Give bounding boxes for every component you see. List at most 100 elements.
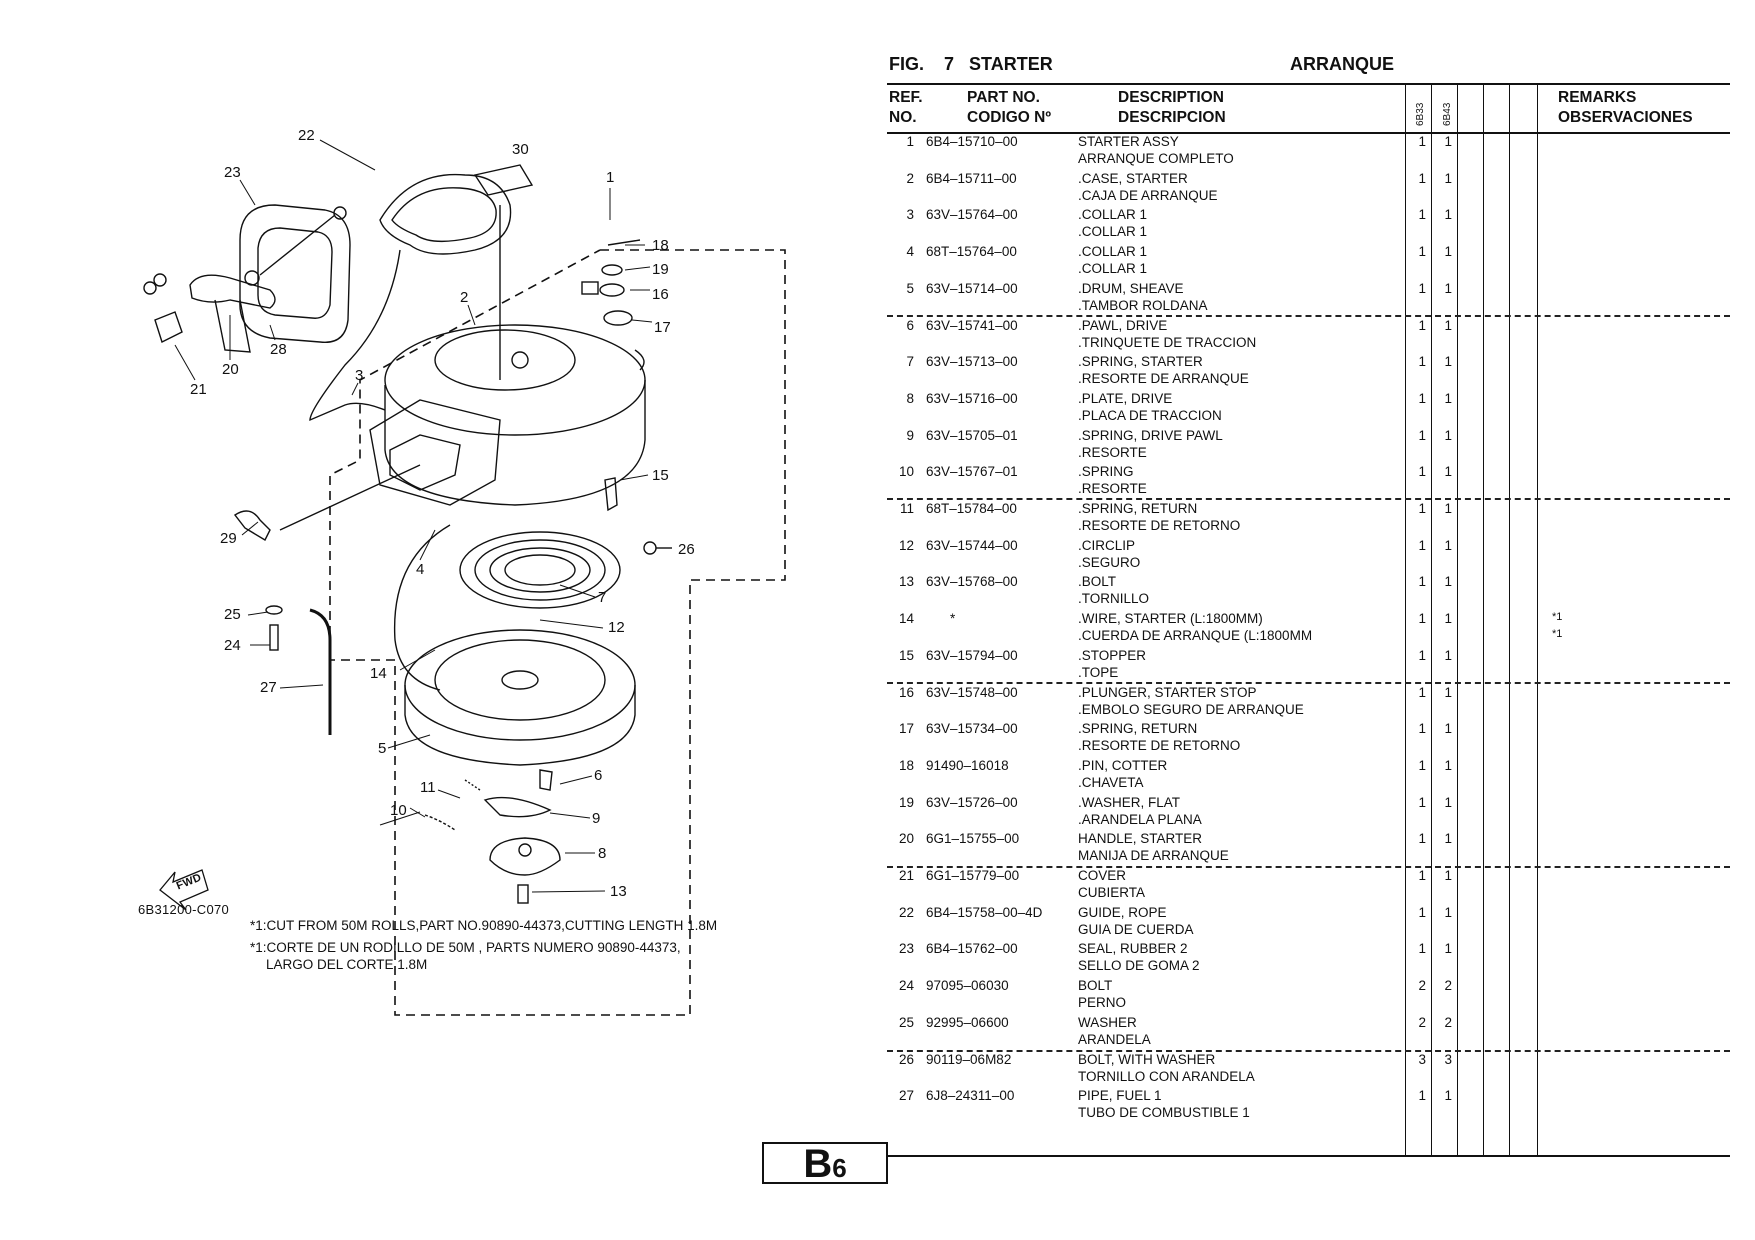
ref-cell: 2: [906, 170, 914, 186]
qty-6b43-cell: 1: [1444, 1088, 1452, 1104]
description-es-cell: TUBO DE COMBUSTIBLE 1: [1078, 1105, 1250, 1121]
qty-6b33-cell: 1: [1418, 317, 1426, 333]
header-part-line1: PART NO.: [967, 89, 1040, 106]
qty-6b43-cell: 3: [1444, 1051, 1452, 1067]
ref-cell: 26: [898, 1051, 914, 1067]
description-es-cell: .SEGURO: [1078, 554, 1141, 570]
qty-6b33-cell: 1: [1418, 574, 1426, 590]
cover-shape: [154, 311, 183, 343]
rope-guide-shape: [379, 173, 512, 255]
header-desc: DESCRIPTION DESCRIPCION: [1118, 88, 1226, 128]
part-number-cell: 63V–15734–00: [926, 721, 1018, 737]
description-en-cell: STARTER ASSY: [1078, 134, 1179, 149]
ref-cell: 16: [898, 684, 914, 700]
part-number-cell: 63V–15768–00: [926, 574, 1018, 590]
callout-5: 5: [378, 740, 387, 757]
ref-cell: 25: [898, 1014, 914, 1030]
callout-22: 22: [298, 127, 315, 144]
callout-19: 19: [652, 261, 669, 278]
figure-number: 7: [944, 54, 955, 74]
part-number-cell: 63V–15794–00: [926, 647, 1018, 663]
table-bottom-rule: [887, 1155, 1730, 1157]
qty-6b43-cell: 1: [1444, 354, 1452, 370]
description-en-cell: .COLLAR 1: [1078, 244, 1148, 260]
qty-6b43-cell: 1: [1444, 684, 1452, 700]
qty-6b43-cell: 1: [1444, 611, 1452, 627]
description-en-cell: COVER: [1078, 868, 1127, 883]
rubber-seal-shape: [239, 204, 351, 344]
description-es-cell: .COLLAR 1: [1078, 224, 1148, 240]
qty-6b43-cell: 1: [1444, 244, 1452, 260]
footnote-en: *1:CUT FROM 50M ROLLS,PART NO.90890-4437…: [250, 918, 718, 933]
description-en-cell: HANDLE, STARTER: [1078, 831, 1203, 847]
qty-6b43-cell: 1: [1444, 574, 1452, 590]
page-badge: B6: [762, 1142, 888, 1184]
part-number-cell: 68T–15764–00: [926, 244, 1017, 260]
qty-6b43-cell: 1: [1444, 831, 1452, 847]
table-top-rule: [887, 83, 1730, 85]
description-en-cell: SEAL, RUBBER 2: [1078, 941, 1188, 957]
qty-6b33-cell: 1: [1418, 611, 1426, 627]
col-rule-5: [1509, 83, 1510, 1155]
description-en-cell: .PAWL, DRIVE: [1078, 317, 1168, 333]
part-number-cell: 91490–16018: [926, 757, 1009, 773]
description-es-cell: .TOPE: [1078, 664, 1119, 680]
remark-es-cell: *1: [1552, 628, 1563, 641]
ref-cell: 22: [898, 904, 914, 920]
callout-20: 20: [222, 361, 239, 378]
ref-cell: 27: [898, 1088, 914, 1104]
callout-2: 2: [460, 289, 469, 306]
part-number-cell: 6G1–15755–00: [926, 831, 1020, 847]
callout-28: 28: [270, 341, 287, 358]
description-en-cell: WASHER: [1078, 1014, 1137, 1030]
part-number-cell: 97095–06030: [926, 978, 1009, 994]
description-es-cell: .RESORTE DE ARRANQUE: [1078, 371, 1249, 387]
remark-cell: *1: [1552, 611, 1563, 624]
label-decal: [473, 164, 534, 196]
part-number-cell: *: [950, 611, 956, 627]
description-en-cell: GUIDE, ROPE: [1078, 904, 1167, 920]
group-separator: [887, 498, 1730, 500]
part-number-cell: 63V–15714–00: [926, 280, 1018, 296]
part-number-cell: 63V–15705–01: [926, 427, 1018, 443]
qty-6b33-cell: 1: [1418, 794, 1426, 810]
qty-6b43-cell: 1: [1444, 868, 1452, 883]
footnote-es-2: LARGO DEL CORTE 1.8M: [266, 957, 428, 972]
description-es-cell: .CUERDA DE ARRANQUE (L:1800MM: [1078, 628, 1313, 644]
callout-1: 1: [606, 169, 615, 186]
part-number-cell: 92995–06600: [926, 1014, 1009, 1030]
header-remarks: REMARKS OBSERVACIONES: [1558, 88, 1693, 128]
handle-shape: [189, 274, 276, 309]
ref-cell: 3: [906, 207, 914, 223]
table-header-rule: [887, 132, 1730, 134]
callout-6: 6: [594, 767, 603, 784]
col-rule-6: [1537, 83, 1538, 1155]
part-number-cell: 90119–06M82: [926, 1051, 1012, 1067]
header-desc-line2: DESCRIPCION: [1118, 109, 1226, 126]
qty-6b33-cell: 1: [1418, 1088, 1426, 1104]
group-separator: [887, 1050, 1730, 1052]
header-desc-line1: DESCRIPTION: [1118, 89, 1224, 106]
qty-6b43-cell: 1: [1444, 280, 1452, 296]
col-rule-4: [1483, 83, 1484, 1155]
callout-24: 24: [224, 637, 241, 654]
callout-9: 9: [592, 810, 601, 827]
ref-cell: 20: [898, 831, 914, 847]
part-number-cell: 63V–15767–01: [926, 464, 1018, 480]
ref-cell: 17: [898, 721, 914, 737]
ref-cell: 13: [898, 574, 914, 590]
description-en-cell: .SPRING, RETURN: [1078, 721, 1198, 737]
fwd-arrow-icon: [159, 869, 209, 911]
